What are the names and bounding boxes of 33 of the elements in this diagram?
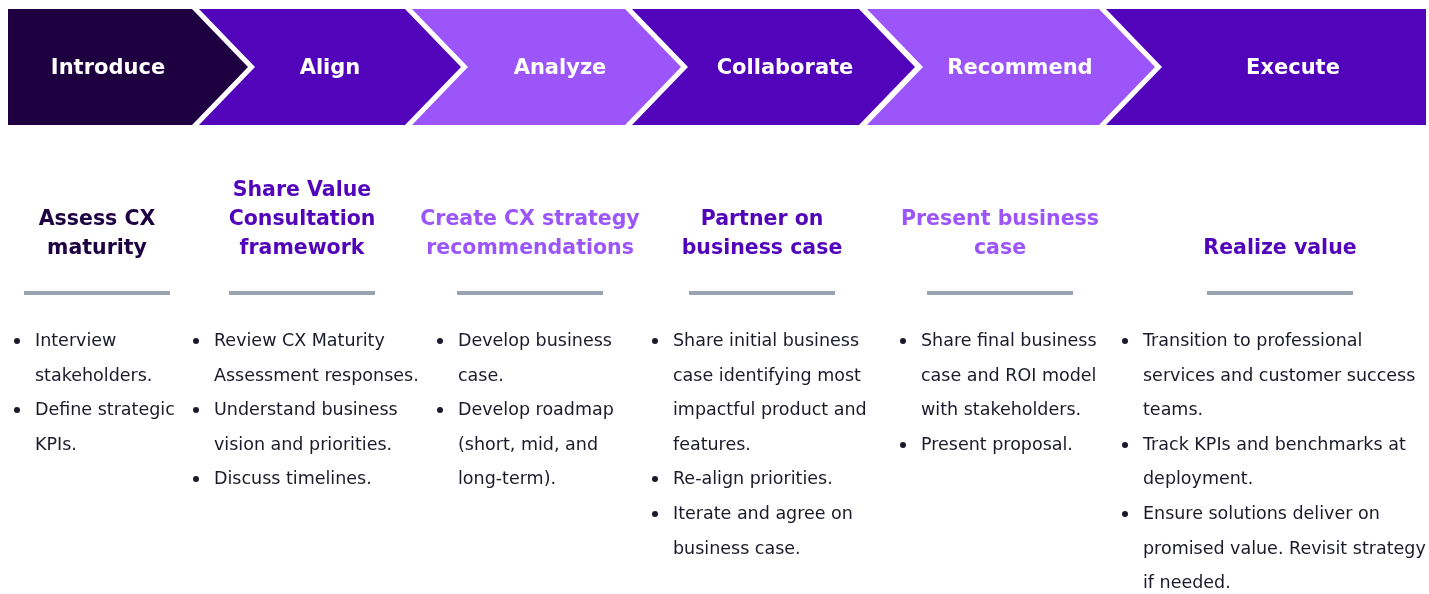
bullet-item: Develop business case. <box>437 323 622 393</box>
bullet-item: Review CX Maturity Assessment responses. <box>193 323 425 393</box>
chevron-step <box>199 9 461 125</box>
bullet-item: Share final business case and ROI model with stakeholders. <box>900 323 1110 427</box>
bullet-item: Iterate and agree on business case. <box>652 495 877 566</box>
column-heading: Share Value Consultation framework <box>227 176 377 261</box>
chevron-step <box>412 9 681 125</box>
column-heading: Realize value <box>1202 234 1358 261</box>
step-label: Execute <box>1245 54 1341 81</box>
bullet-item: Re-align priorities. <box>652 461 877 496</box>
column-heading: Partner on business case <box>680 205 844 261</box>
bullet-item: Track KPIs and benchmarks at deployment. <box>1122 426 1427 496</box>
step-label: Introduce <box>49 54 167 81</box>
bullet-item: Transition to professional services and customer success teams. <box>1122 323 1427 427</box>
bullet-item: Present proposal. <box>900 426 1110 462</box>
chevron-step <box>632 9 915 125</box>
column-heading: Create CX strategy recommendations <box>419 205 641 261</box>
bullet-item: Develop roadmap (short, mid, and long-term). <box>437 392 622 496</box>
bullet-item: Define strategic KPIs. <box>14 392 194 462</box>
chevron-step <box>1106 9 1426 125</box>
column-heading: Assess CX maturity <box>37 205 157 261</box>
step-label: Collaborate <box>715 54 855 81</box>
step-label: Align <box>298 54 362 81</box>
bullet-item: Understand business vision and priorities. <box>193 392 425 462</box>
chevron-step <box>867 9 1155 125</box>
step-label: Analyze <box>512 54 608 81</box>
column-heading: Present business case <box>899 205 1101 261</box>
bullet-item: Interview stakeholders. <box>14 323 194 393</box>
bullet-item: Discuss timelines. <box>193 461 425 496</box>
bullet-item: Share initial business case identifying most impactful product and features. <box>652 323 877 462</box>
chevron-step <box>8 9 248 125</box>
bullet-item: Ensure solutions deliver on promised value. Revisit strategy if needed. <box>1122 495 1427 594</box>
step-label: Recommend <box>946 54 1094 81</box>
